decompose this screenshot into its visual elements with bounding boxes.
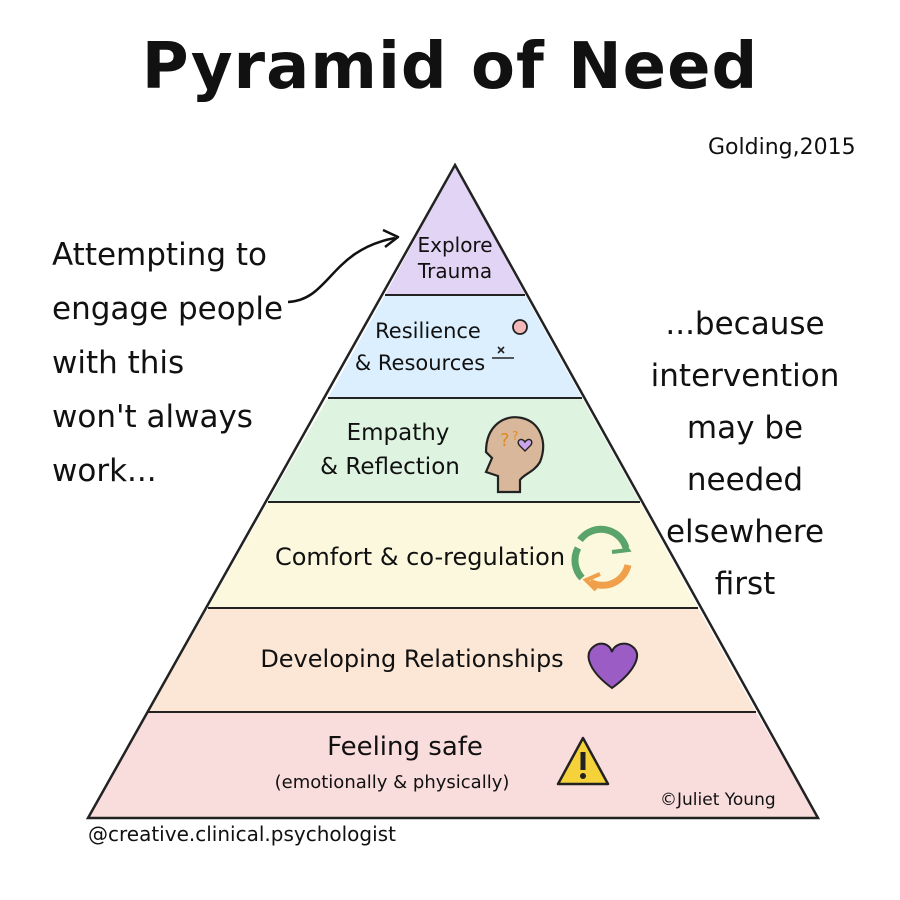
page-title: Pyramid of Need (141, 30, 759, 104)
citation: Golding,2015 (708, 135, 856, 160)
level-band-resilience (328, 295, 582, 398)
left-annotation-line: engage people (52, 291, 284, 327)
level-label-explore: Explore (417, 233, 492, 257)
left-annotation-line: won't always (52, 399, 253, 435)
heart-icon (587, 642, 639, 690)
left-annotation-line: work... (52, 453, 157, 489)
copyright-text: ©Juliet Young (660, 790, 776, 810)
left-annotation: Attempting to engage people with this wo… (52, 228, 312, 498)
level-band-relationships (148, 608, 756, 712)
right-annotation-line: may be (686, 410, 804, 446)
arrow-head-icon (382, 228, 400, 248)
level-label-resilience: Resilience (375, 319, 481, 343)
level-band-comfort (208, 502, 698, 608)
head-question-heart-icon: ? ? (484, 416, 545, 494)
right-annotation-line: ...because (665, 306, 825, 342)
annotation-arrow (287, 236, 396, 304)
right-annotation: ...because intervention may be needed el… (615, 298, 875, 610)
cycle-arrows-icon (571, 525, 632, 592)
level-band-feeling-safe (88, 712, 818, 818)
svg-text:?: ? (500, 430, 510, 451)
level-label-feeling-safe: Feeling safe (327, 732, 483, 762)
right-annotation-line: intervention (650, 358, 840, 394)
level-label-empathy: Empathy (347, 420, 450, 446)
left-annotation-line: with this (52, 345, 185, 381)
level-label-reflection: & Reflection (320, 454, 460, 480)
warning-icon (556, 736, 610, 786)
level-label-comfort: Comfort & co-regulation (275, 543, 565, 571)
left-annotation-line: Attempting to (52, 237, 267, 273)
bouncing-ball-icon (492, 319, 528, 359)
svg-text:?: ? (512, 429, 518, 443)
level-label-trauma: Trauma (417, 259, 492, 283)
right-annotation-line: first (714, 566, 776, 602)
level-label-relationships: Developing Relationships (260, 645, 563, 673)
level-band-empathy (268, 398, 640, 502)
level-band-explore-trauma (385, 165, 525, 295)
right-annotation-line: needed (686, 462, 804, 498)
level-label-resources: & Resources (355, 351, 485, 375)
level-dividers (148, 294, 756, 713)
pyramid-outline (85, 162, 821, 820)
right-annotation-line: elsewhere (665, 514, 825, 550)
footer-handle: @creative.clinical.psychologist (88, 822, 396, 846)
level-label-emotionally: (emotionally & physically) (275, 772, 510, 793)
